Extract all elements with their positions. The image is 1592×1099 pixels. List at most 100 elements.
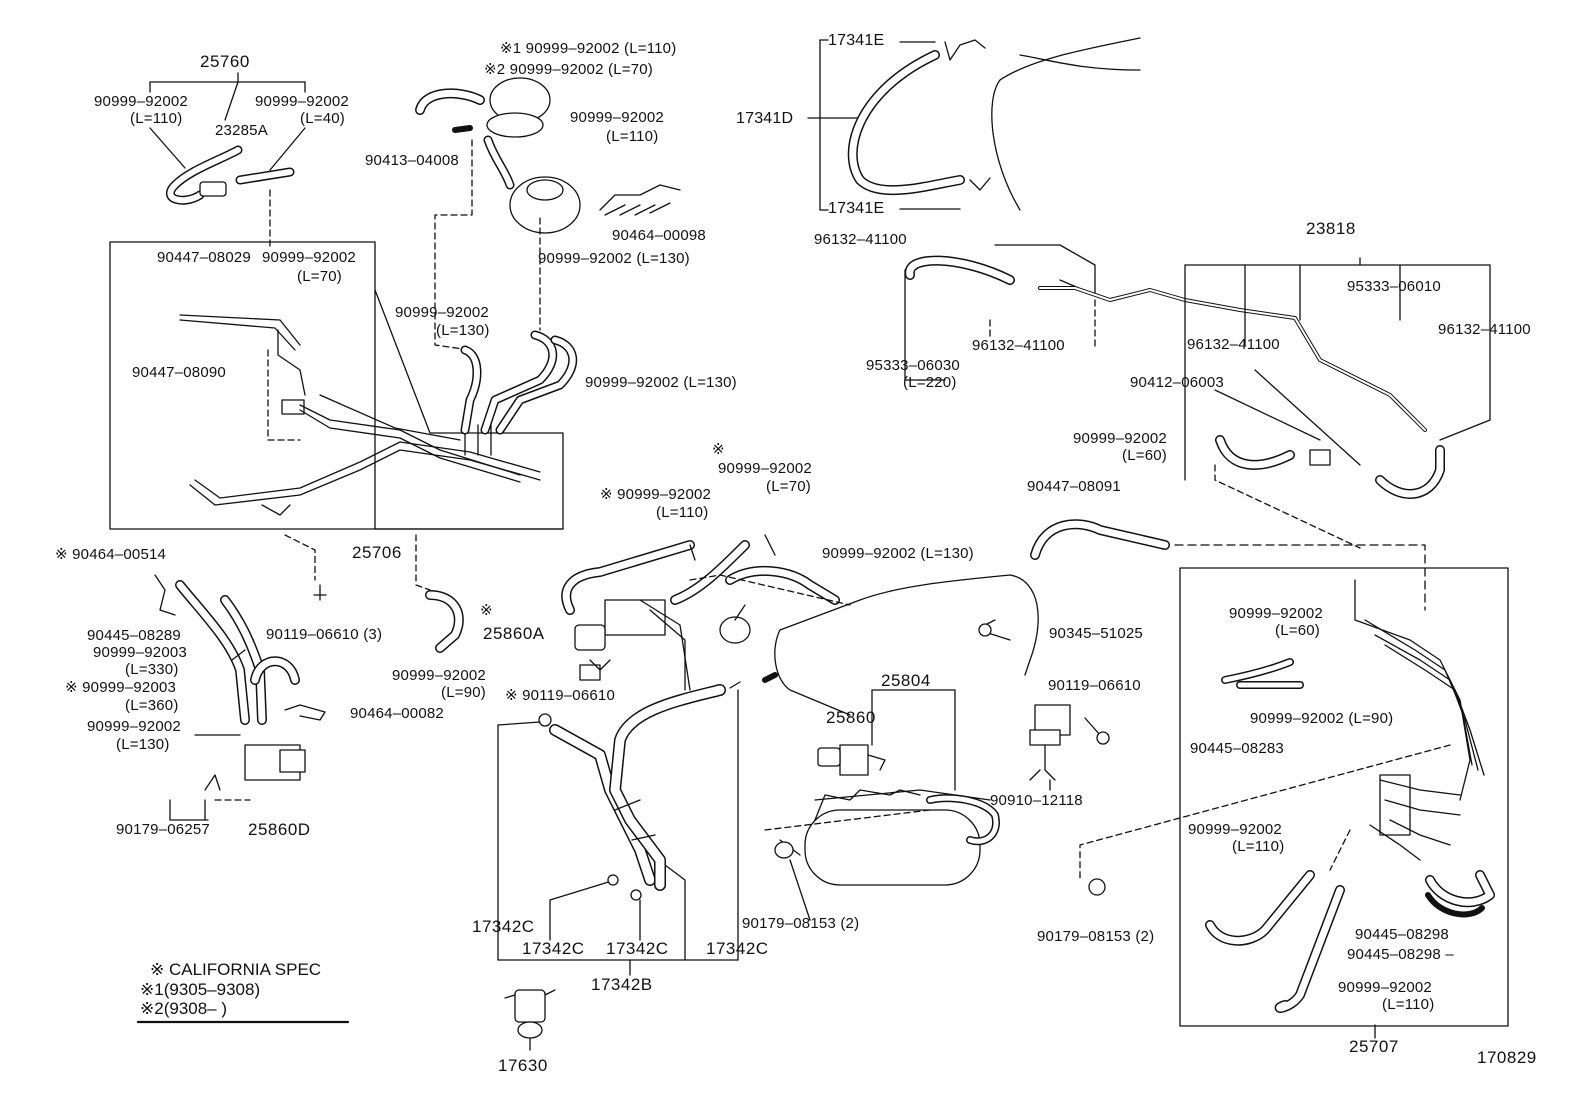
part-number-25860A: 25860A xyxy=(483,624,545,643)
part-number-90445-08283: 90445–08283 xyxy=(1190,740,1284,757)
hose-length: (L=110) xyxy=(656,504,709,521)
part-number-17342C: 17342C xyxy=(522,939,585,958)
hose-length: (L=60) xyxy=(1122,447,1167,464)
hose-length: (L=110) xyxy=(1382,996,1435,1013)
california-mark: ※ xyxy=(480,602,493,619)
part-number-90464-00082: 90464–00082 xyxy=(350,705,444,722)
hoses-left-middle xyxy=(154,574,326,821)
vsv-25860A-assembly xyxy=(561,534,1039,716)
part-number-90119-06610: ※ 90119–06610 xyxy=(505,687,615,704)
pipe-bundle-25706 xyxy=(179,314,541,516)
part-number-hose: 90999–92002 xyxy=(87,718,181,735)
part-number-25707: 25707 xyxy=(1349,1037,1399,1056)
part-number-23818: 23818 xyxy=(1306,219,1356,238)
part-number-95333-06030: 95333–06030 xyxy=(866,357,960,374)
part-number-hose-note2: ※2 90999–92002 (L=70) xyxy=(484,61,653,78)
hose-assembly-17342 xyxy=(497,681,741,1051)
valve-assembly-top-center xyxy=(415,77,681,234)
part-number-90119-06610: 90119–06610 (3) xyxy=(266,626,383,643)
part-number-hose: 90999–92002 xyxy=(94,93,188,110)
part-number-90445-08298: 90445–08298 – xyxy=(1347,946,1454,963)
part-number-25860D: 25860D xyxy=(248,820,311,839)
part-number-hose: 90999–92002 xyxy=(392,667,486,684)
legend-california-spec: ※ CALIFORNIA SPEC xyxy=(150,960,322,979)
part-number-90447-08029: 90447–08029 xyxy=(157,249,251,266)
part-number-90345-51025: 90345–51025 xyxy=(1049,625,1143,642)
part-number-90119-06610: 90119–06610 xyxy=(1048,677,1141,694)
pipe-23818 xyxy=(904,244,1491,549)
part-25760-assembly xyxy=(149,72,306,205)
part-number-17342C: 17342C xyxy=(606,939,669,958)
part-number-hose-92003: ※ 90999–92003 xyxy=(65,679,177,696)
part-number-96132-41100: 96132–41100 xyxy=(1438,321,1531,338)
hose-length: (L=110) xyxy=(130,110,183,127)
hose-length: (L=40) xyxy=(300,110,345,127)
hose-length: (L=360) xyxy=(125,697,179,714)
part-number-25804: 25804 xyxy=(881,671,931,690)
hose-length: (L=60) xyxy=(1275,622,1320,639)
part-number-hose: 90999–92002 xyxy=(395,304,489,321)
part-number-hose-92003: 90999–92003 xyxy=(93,644,187,661)
diagram-id: 170829 xyxy=(1477,1048,1537,1067)
hose-length: (L=90) xyxy=(441,684,486,701)
part-number-17341E: 17341E xyxy=(828,32,885,49)
charcoal-canister-25804 xyxy=(764,689,1000,921)
part-number-96132-41100: 96132–41100 xyxy=(814,231,907,248)
part-number-hose-l130: 90999–92002 (L=130) xyxy=(538,250,690,267)
part-number-17342C: 17342C xyxy=(472,917,535,936)
pipe-bundle-25707 xyxy=(1354,579,1485,861)
part-number-25860: 25860 xyxy=(826,708,876,727)
part-number-hose-l90: 90999–92002 (L=90) xyxy=(1250,710,1394,727)
hose-length: (L=330) xyxy=(125,661,179,678)
part-number-25760: 25760 xyxy=(200,52,250,71)
part-number-hose: 90999–92002 xyxy=(1338,979,1432,996)
part-number-90179-06257: 90179–06257 xyxy=(116,821,210,838)
hose-length: (L=110) xyxy=(1232,838,1285,855)
part-number-hose: 90999–92002 xyxy=(570,109,664,126)
part-number-17341D: 17341D xyxy=(736,110,794,127)
part-number-hose: 90999–92002 xyxy=(718,460,812,477)
part-number-hose: ※ 90999–92002 xyxy=(600,486,712,503)
part-number-90464-00514: ※ 90464–00514 xyxy=(55,546,167,563)
part-number-23285A: 23285A xyxy=(215,122,268,139)
part-number-95333-06010: 95333–06010 xyxy=(1347,278,1441,295)
part-number-hose-l130: 90999–92002 (L=130) xyxy=(822,545,974,562)
part-number-90413-04008: 90413–04008 xyxy=(365,152,459,169)
part-number-hose: 90999–92002 xyxy=(262,249,356,266)
part-number-hose: 90999–92002 xyxy=(255,93,349,110)
part-number-17630: 17630 xyxy=(498,1056,548,1075)
hose-17341D xyxy=(807,37,1141,211)
legend-note-2: ※2(9308– ) xyxy=(140,999,228,1018)
hose-length: (L=70) xyxy=(297,268,342,285)
hose-length: (L=130) xyxy=(436,322,490,339)
part-number-90910-12118: 90910–12118 xyxy=(990,792,1083,809)
part-number-hose-l130: 90999–92002 (L=130) xyxy=(585,374,737,391)
part-number-hose-note1: ※1 90999–92002 (L=110) xyxy=(500,40,677,57)
part-number-17342C: 17342C xyxy=(706,939,769,958)
hoses-l130 xyxy=(460,330,578,435)
part-number-17341E: 17341E xyxy=(828,200,885,217)
box-25706-left xyxy=(109,241,376,530)
part-number-96132-41100: 96132–41100 xyxy=(1187,336,1280,353)
part-number-90412-06003: 90412–06003 xyxy=(1130,374,1224,391)
part-number-90179-08153: 90179–08153 (2) xyxy=(1037,928,1155,945)
california-mark: ※ xyxy=(712,441,725,458)
part-number-25706: 25706 xyxy=(352,543,402,562)
part-number-90464-00098: 90464–00098 xyxy=(612,227,706,244)
hose-length: (L=70) xyxy=(766,478,811,495)
part-number-hose: 90999–92002 xyxy=(1073,430,1167,447)
part-number-hose: 90999–92002 xyxy=(1188,821,1282,838)
vsv-90910-12118 xyxy=(978,623,1110,896)
part-number-90447-08091: 90447–08091 xyxy=(1027,478,1121,495)
legend-note-1: ※1(9305–9308) xyxy=(140,980,261,999)
hose-length: (L=130) xyxy=(116,736,170,753)
part-number-90445-08298: 90445–08298 xyxy=(1355,926,1449,943)
box-25707 xyxy=(1179,567,1509,1027)
part-number-90445-08289: 90445–08289 xyxy=(87,627,181,644)
hose-length: (L=110) xyxy=(606,128,659,145)
part-number-90447-08090: 90447–08090 xyxy=(132,364,226,381)
part-number-96132-41100: 96132–41100 xyxy=(972,337,1065,354)
part-number-17342B: 17342B xyxy=(591,975,653,994)
